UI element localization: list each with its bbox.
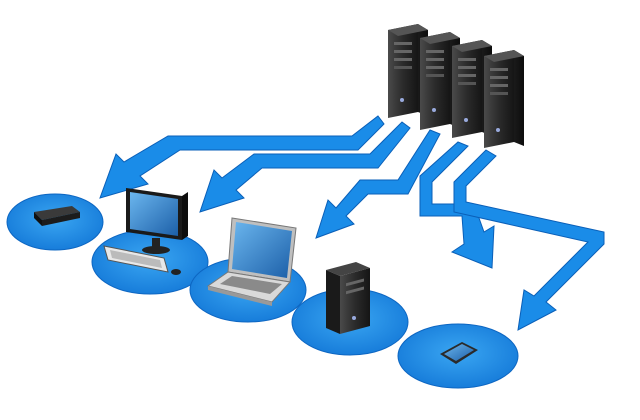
desktop-computer-icon [103, 188, 188, 275]
set-top-box-icon [34, 206, 80, 226]
server-rack-icon [388, 24, 524, 148]
mouse [171, 269, 181, 275]
tower-pc-icon [326, 262, 370, 334]
tablet-icon [440, 342, 478, 364]
connection-arrows [99, 115, 605, 331]
arrow-to-set-top-box [99, 115, 385, 199]
laptop-icon [206, 217, 297, 306]
arrow-to-laptop [315, 129, 441, 239]
arrow-to-desktop [199, 121, 411, 213]
server-tower-4 [484, 50, 524, 148]
arrow-to-tablet [453, 149, 605, 331]
